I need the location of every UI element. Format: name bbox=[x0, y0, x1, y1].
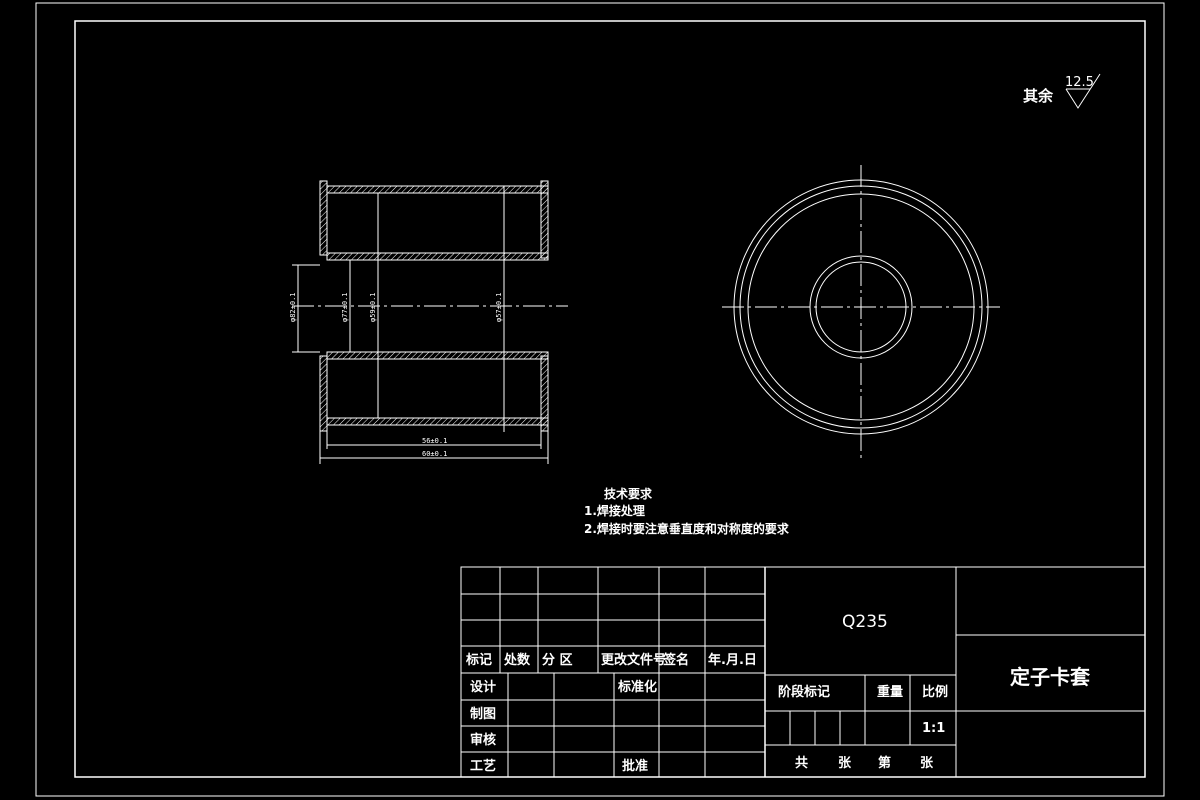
right-flange-bottom bbox=[540, 355, 549, 432]
standardization-label: 标准化 bbox=[617, 679, 657, 695]
roughness-check-icon bbox=[1065, 73, 1101, 109]
dim-inner-length: 56±0.1 bbox=[422, 437, 447, 445]
hdr-change-doc: 更改文件号 bbox=[601, 652, 666, 668]
dim-total-length: 60±0.1 bbox=[422, 450, 447, 458]
tech-requirements: 技术要求 1.焊接处理 2.焊接时要注意垂直度和对称度的要求 bbox=[584, 486, 790, 536]
role-review: 审核 bbox=[470, 732, 496, 748]
tech-item-2: 2.焊接时要注意垂直度和对称度的要求 bbox=[584, 521, 790, 536]
tech-item-1: 1.焊接处理 bbox=[584, 503, 645, 518]
hdr-signature: 签名 bbox=[662, 652, 689, 668]
outer-border bbox=[35, 2, 1165, 797]
hdr-zone: 分 区 bbox=[542, 652, 573, 668]
inner-sleeve-top bbox=[326, 252, 549, 261]
role-process: 工艺 bbox=[470, 758, 496, 774]
outer-wall-bottom bbox=[326, 417, 549, 426]
roughness-symbol: 其余 12.5 bbox=[1023, 73, 1101, 109]
dim-diameter-right: φ57±0.1 bbox=[495, 292, 503, 322]
outer-wall-top bbox=[326, 185, 549, 194]
scale-value: 1:1 bbox=[922, 721, 945, 736]
section-view: 56±0.1 60±0.1 φ82±0.1 φ77±0.1 φ59±0.1 φ5… bbox=[289, 180, 568, 464]
sheets-total-label: 共 bbox=[795, 755, 808, 771]
end-view bbox=[722, 165, 1000, 460]
approve-label: 批准 bbox=[622, 758, 648, 774]
sheet-no-label: 第 bbox=[878, 755, 891, 771]
hdr-count: 处数 bbox=[503, 652, 531, 668]
dim-diameter-bore: φ77±0.1 bbox=[341, 292, 349, 322]
sheets-unit-1: 张 bbox=[838, 756, 852, 771]
hdr-mark: 标记 bbox=[465, 652, 492, 668]
title-block: 标记 处数 分 区 更改文件号 签名 年.月.日 设计 制图 审核 工艺 标准化… bbox=[460, 566, 1146, 778]
roughness-label: 其余 bbox=[1023, 87, 1054, 105]
dim-diameter-mid: φ59±0.1 bbox=[369, 292, 377, 322]
left-flange-bottom bbox=[319, 355, 328, 432]
dim-diameter-outer: φ82±0.1 bbox=[289, 292, 297, 322]
role-design: 设计 bbox=[470, 679, 496, 695]
material: Q235 bbox=[842, 612, 888, 632]
left-flange-top bbox=[319, 180, 328, 256]
tech-title: 技术要求 bbox=[604, 486, 653, 501]
roughness-value: 12.5 bbox=[1065, 75, 1094, 90]
role-draw: 制图 bbox=[470, 706, 496, 722]
part-name: 定子卡套 bbox=[1010, 665, 1090, 689]
scale-label: 比例 bbox=[922, 684, 948, 700]
weight-label: 重量 bbox=[877, 684, 903, 700]
right-flange-top bbox=[540, 180, 549, 259]
hdr-date: 年.月.日 bbox=[708, 652, 757, 668]
inner-sleeve-bottom bbox=[326, 351, 549, 360]
sheets-unit-2: 张 bbox=[920, 756, 934, 771]
stage-mark-label: 阶段标记 bbox=[778, 684, 830, 700]
